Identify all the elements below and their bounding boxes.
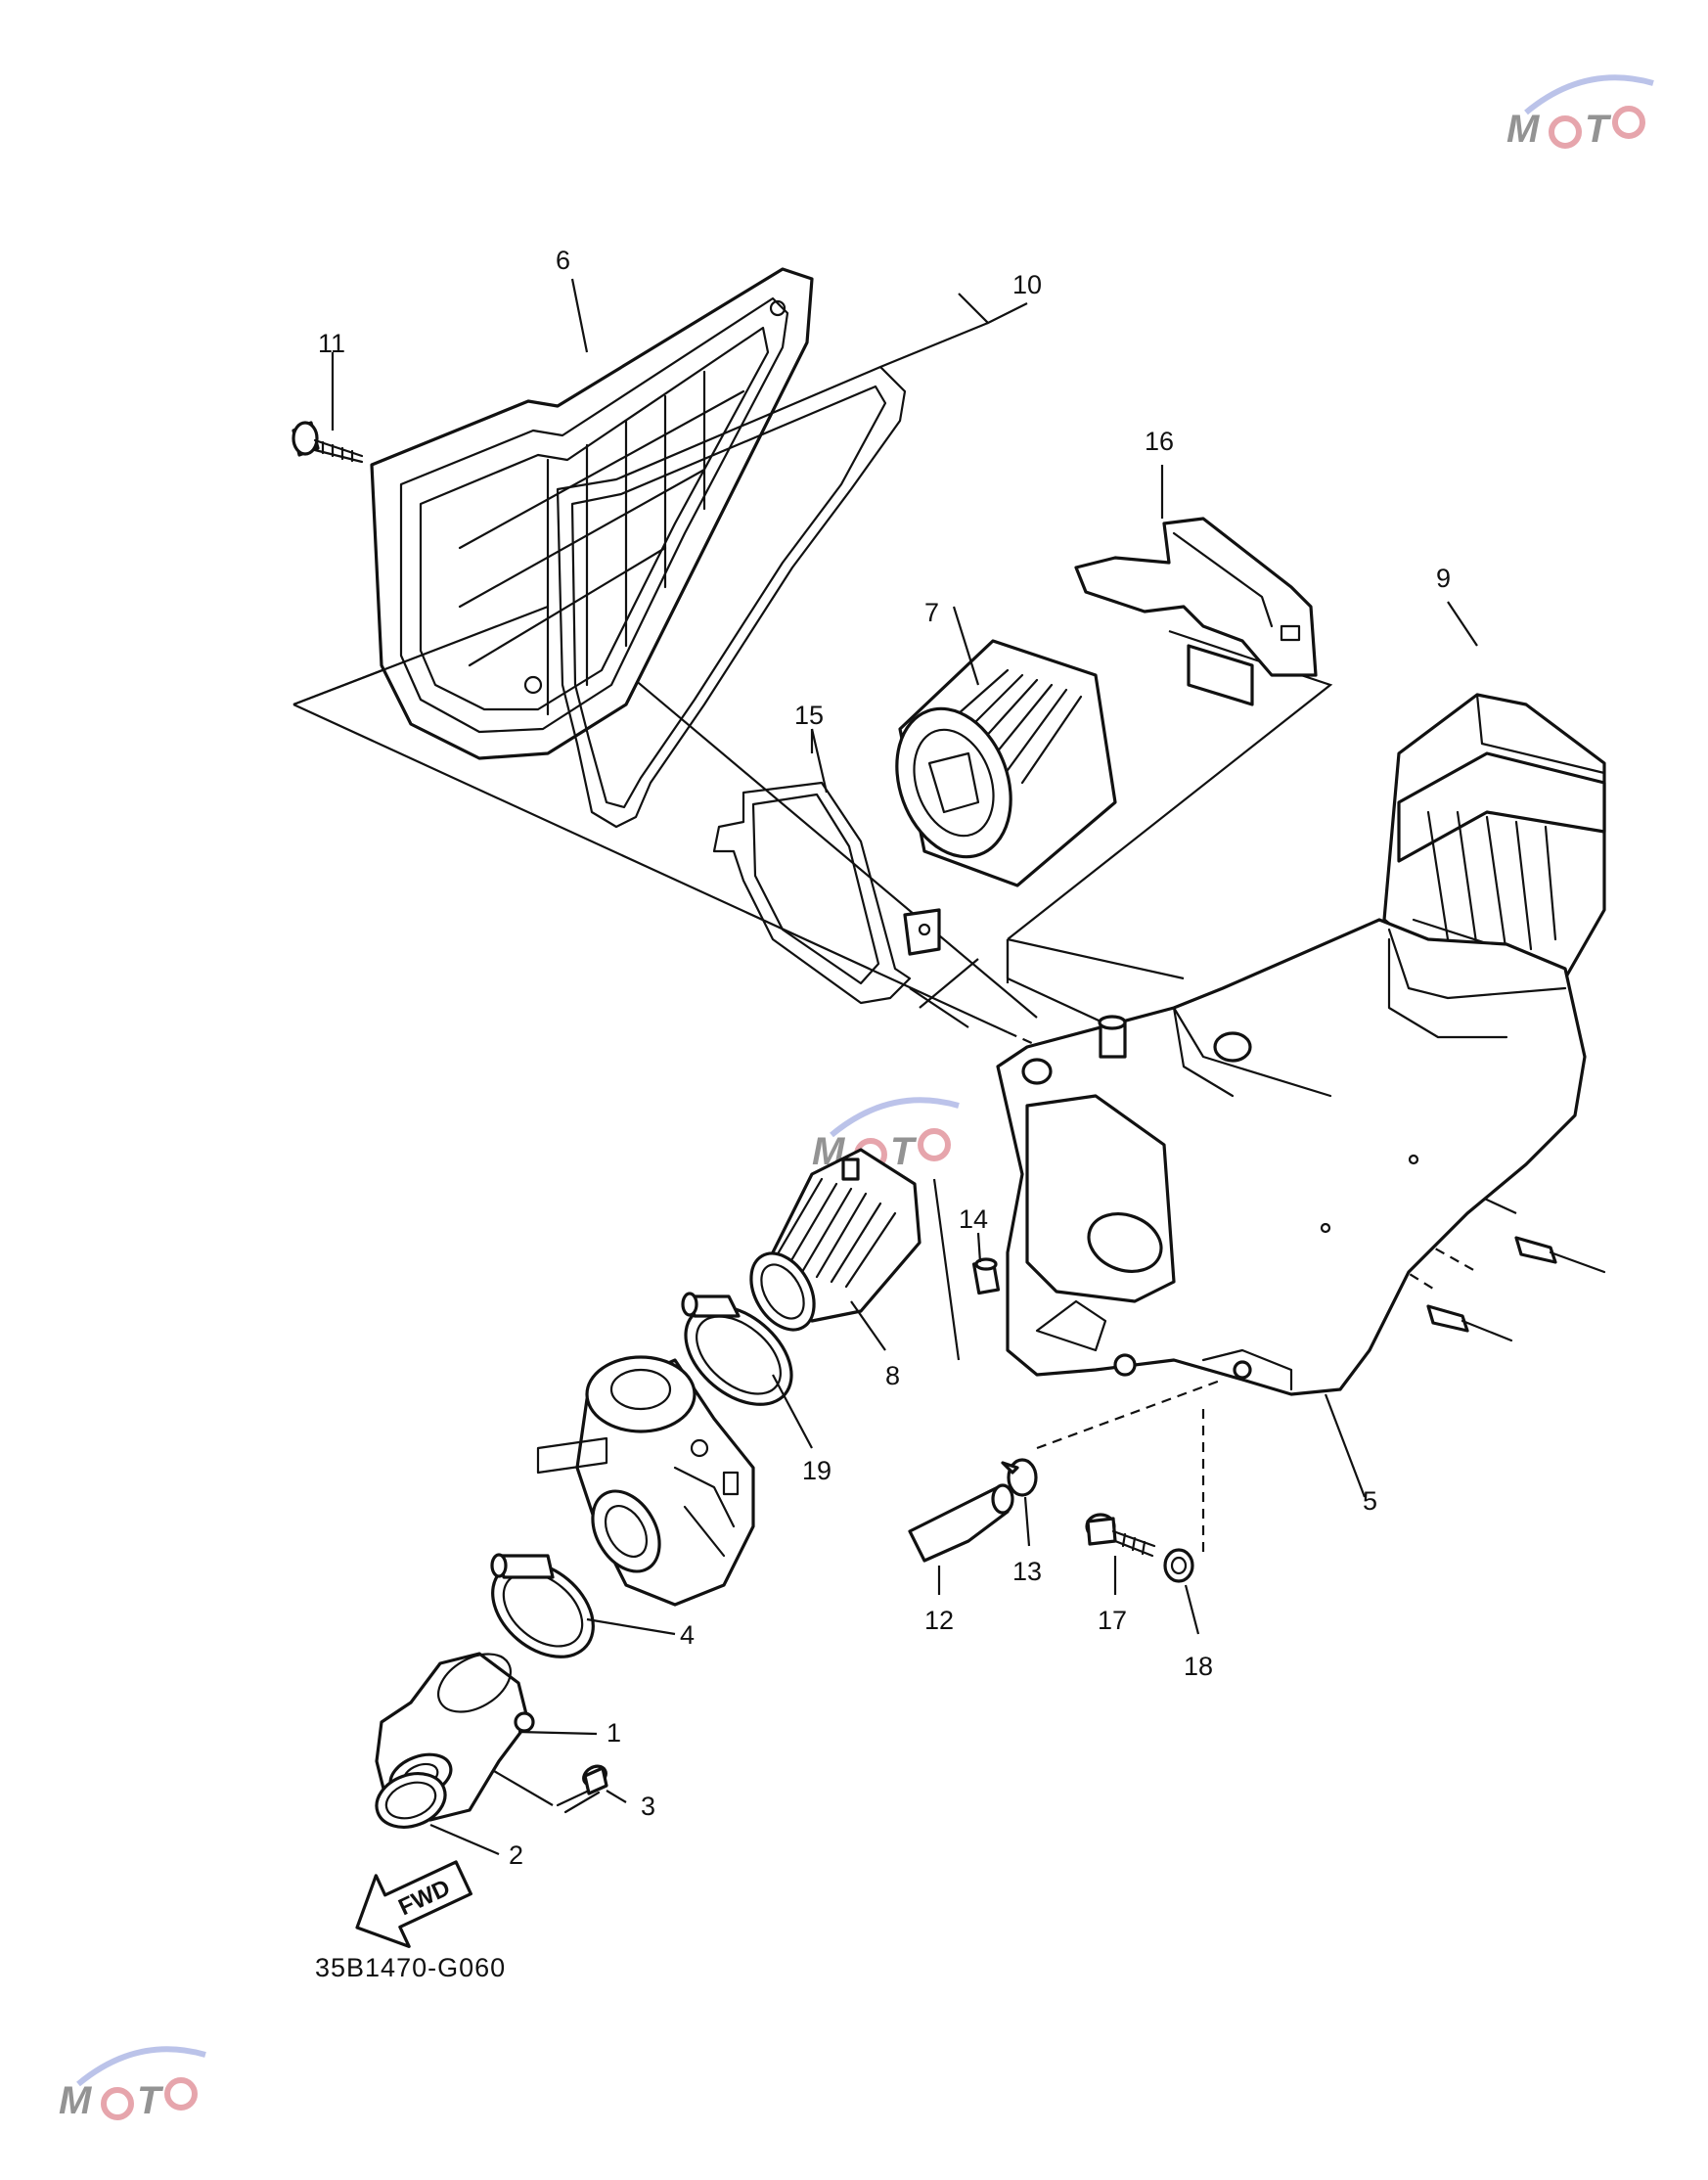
part-4-clamp — [490, 1553, 676, 1658]
part-12-drain-plug — [908, 1483, 1014, 1595]
part-7-filter-element — [895, 606, 1117, 887]
callout-16: 16 — [1145, 427, 1174, 456]
callout-2: 2 — [509, 1840, 523, 1870]
callout-17: 17 — [1098, 1606, 1127, 1635]
part-6-filter-case-cover — [370, 267, 814, 760]
part-10-gasket — [292, 365, 907, 829]
part-17-bolt — [1085, 1513, 1156, 1595]
part-14-spacer — [971, 1232, 1001, 1295]
part-15-gasket — [712, 728, 969, 1028]
callout-1: 1 — [607, 1718, 621, 1748]
watermark-logo-top-right: M T — [1506, 74, 1654, 151]
part-rivets — [1426, 1236, 1606, 1342]
diagram-code: 35B1470-G060 — [315, 1953, 506, 1982]
svg-text:M: M — [59, 2079, 93, 2122]
part-18-collar — [1163, 1548, 1200, 1635]
watermark-logo-bottom-left: M T — [59, 2046, 206, 2122]
callout-18: 18 — [1184, 1652, 1213, 1681]
callout-19: 19 — [802, 1456, 832, 1485]
callout-13: 13 — [1012, 1557, 1042, 1586]
callout-6: 6 — [556, 246, 570, 275]
callout-5: 5 — [1363, 1486, 1377, 1516]
svg-text:T: T — [1585, 108, 1612, 151]
part-11-screw — [292, 352, 364, 464]
callout-8: 8 — [885, 1361, 900, 1390]
callout-7: 7 — [924, 598, 939, 627]
part-5-filter-case — [996, 918, 1587, 1498]
part-2-o-ring — [375, 1772, 500, 1856]
callout-leaders-top — [570, 278, 1028, 753]
callout-12: 12 — [924, 1606, 954, 1635]
svg-text:T: T — [137, 2079, 164, 2122]
part-19-clamp — [681, 1292, 813, 1449]
callout-labels: 1 2 3 4 5 6 7 8 9 10 11 12 13 14 15 16 1… — [318, 246, 1451, 1870]
svg-text:M: M — [1506, 108, 1541, 151]
part-13-clip — [1001, 1458, 1038, 1547]
callout-4: 4 — [680, 1620, 695, 1650]
svg-text:T: T — [890, 1130, 918, 1173]
part-8-joint — [749, 1148, 961, 1361]
throttle-body-assembly — [536, 1355, 755, 1607]
callout-3: 3 — [641, 1792, 655, 1821]
part-9-intake-duct — [1382, 601, 1606, 990]
callout-9: 9 — [1436, 564, 1451, 593]
fwd-direction-arrow: FWD — [355, 1860, 472, 1948]
callout-11: 11 — [318, 329, 345, 358]
part-16-bracket — [1074, 465, 1318, 706]
callout-10: 10 — [1012, 270, 1042, 299]
callout-14: 14 — [959, 1204, 988, 1234]
callout-15: 15 — [794, 701, 824, 730]
part-3-bolt — [493, 1764, 627, 1814]
